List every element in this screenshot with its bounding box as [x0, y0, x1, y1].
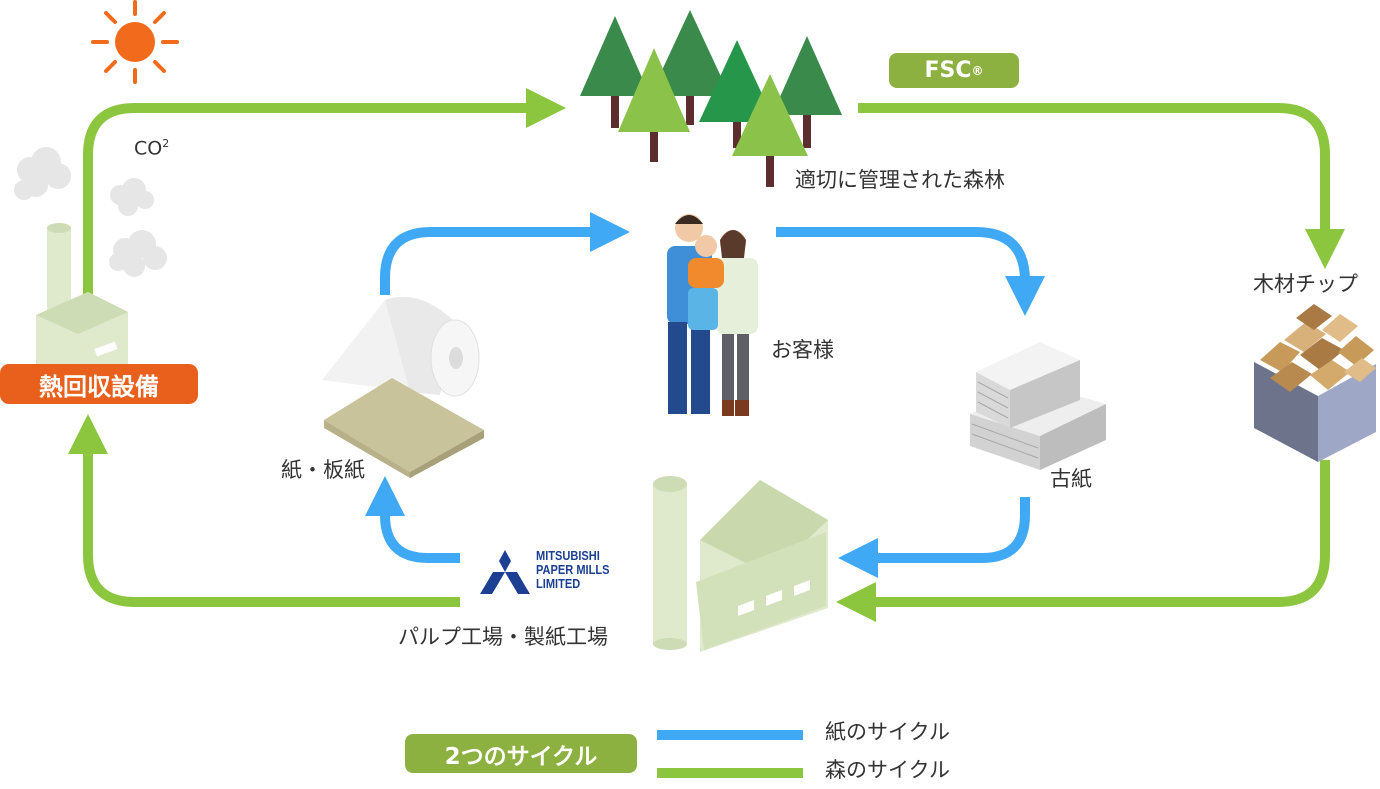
- paper-cycle-arrows: [365, 212, 1045, 578]
- legend-title-badge: 2つのサイクル: [405, 734, 637, 773]
- used-paper-label: 古紙: [1050, 467, 1092, 491]
- mill-label: パルプ工場・製紙工場: [398, 625, 608, 649]
- forest-label: 適切に管理された森林: [795, 168, 1005, 192]
- fsc-registered-mark: ®: [971, 63, 984, 78]
- arrow-used-paper-to-mill: [838, 497, 1030, 578]
- forest-cycle-arrows: [68, 88, 1345, 622]
- wood-chips-icon: [1254, 304, 1376, 462]
- arrow-co2-to-forest: [83, 88, 566, 300]
- customers-label: お客様: [771, 338, 834, 362]
- fsc-text: FSC: [924, 58, 972, 83]
- arrow-forest-to-chips: [858, 103, 1345, 269]
- factory-icon: [653, 476, 828, 652]
- sun-icon: [91, 0, 179, 84]
- cardboard-icon: [324, 378, 484, 478]
- arrow-mill-to-heat: [68, 414, 460, 607]
- company-name-line1: MITSUBISHI: [536, 548, 600, 563]
- co2-text: CO: [134, 137, 163, 160]
- arrow-mill-to-paper: [365, 476, 460, 563]
- co2-label: CO2: [134, 138, 169, 158]
- legend-label-forest: 森のサイクル: [825, 758, 950, 782]
- forest-icon: [580, 10, 842, 187]
- heat-plant-icon: [14, 147, 167, 370]
- arrow-paper-to-customers: [380, 212, 630, 295]
- company-name: MITSUBISHI PAPER MILLS LIMITED: [536, 549, 609, 591]
- mitsubishi-logo: [480, 550, 530, 594]
- family-icon: [667, 214, 758, 416]
- fsc-badge: FSC®: [889, 53, 1019, 88]
- used-paper-icon: [970, 342, 1106, 470]
- arrow-chips-to-mill: [836, 460, 1330, 622]
- legend-label-paper: 紙のサイクル: [825, 720, 950, 744]
- arrow-customers-to-used-paper: [776, 227, 1045, 316]
- wood-chips-label: 木材チップ: [1253, 272, 1358, 296]
- company-name-line2: PAPER MILLS: [536, 562, 610, 577]
- heat-recovery-badge: 熱回収設備: [0, 364, 198, 404]
- co2-subscript: 2: [162, 137, 170, 150]
- company-name-line3: LIMITED: [536, 576, 581, 591]
- paper-board-label: 紙・板紙: [281, 458, 365, 482]
- paper-roll-icon: [322, 296, 480, 397]
